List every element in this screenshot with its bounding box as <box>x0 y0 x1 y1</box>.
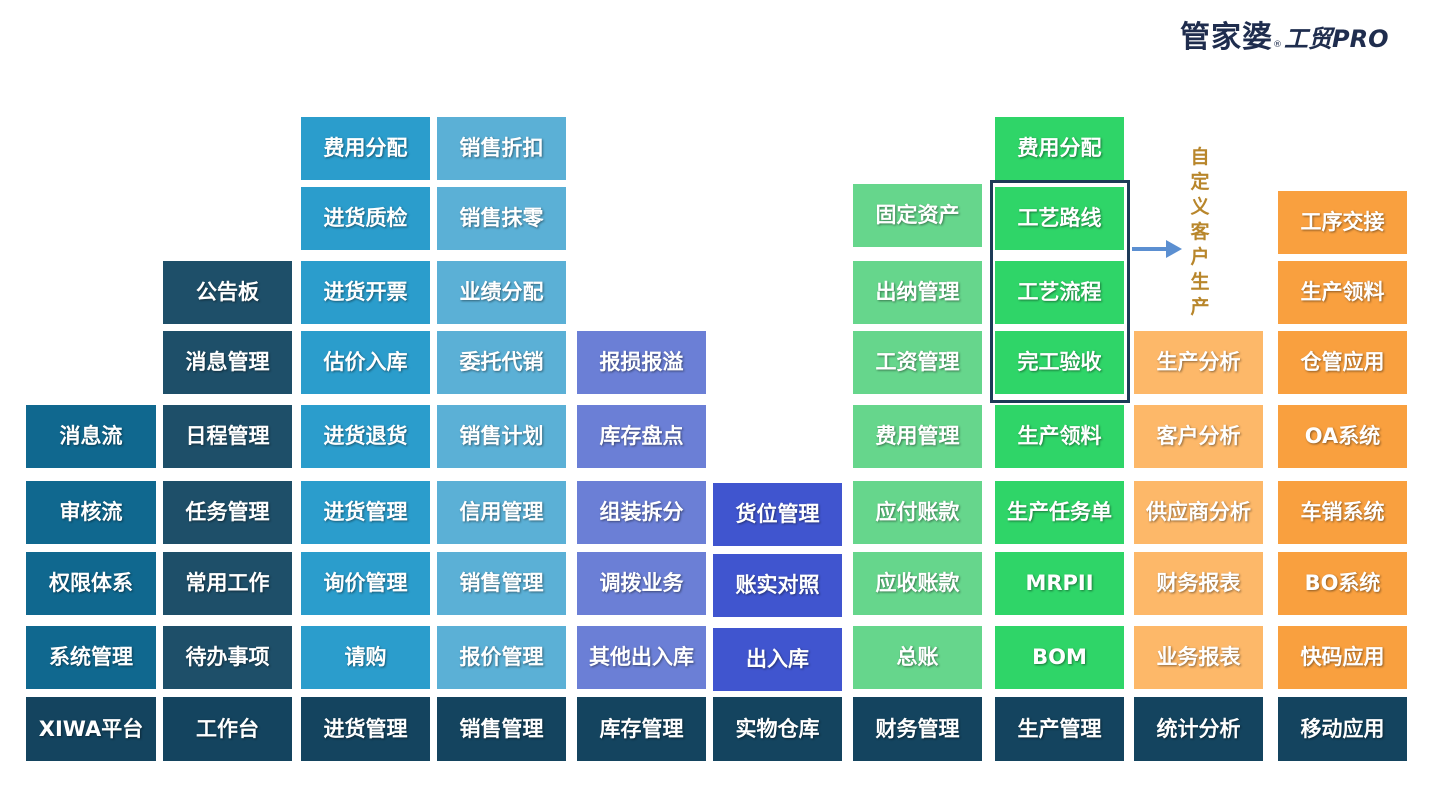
module-purchase-2[interactable]: 进货开票 <box>300 260 431 325</box>
module-purchase-6[interactable]: 询价管理 <box>300 551 431 616</box>
module-sales-0[interactable]: 销售折扣 <box>436 116 567 181</box>
module-production-0[interactable]: 费用分配 <box>994 116 1125 181</box>
module-sales-6[interactable]: 销售管理 <box>436 551 567 616</box>
module-mobile-3[interactable]: OA系统 <box>1277 404 1408 469</box>
module-finance-4[interactable]: 应付账款 <box>852 480 983 545</box>
module-work-2[interactable]: 日程管理 <box>162 404 293 469</box>
module-sales-3[interactable]: 委托代销 <box>436 330 567 395</box>
custom-production-label: 自定义客户生产 <box>1190 146 1210 318</box>
module-sales-2[interactable]: 业绩分配 <box>436 260 567 325</box>
module-finance-2[interactable]: 工资管理 <box>852 330 983 395</box>
module-work-3[interactable]: 任务管理 <box>162 480 293 545</box>
module-sales-1[interactable]: 销售抹零 <box>436 186 567 251</box>
brand-logo: 管家婆 ® 工贸PRO <box>1180 12 1389 55</box>
module-inventory-4[interactable]: 其他出入库 <box>576 625 707 690</box>
module-finance-6[interactable]: 总账 <box>852 625 983 690</box>
module-inventory-0[interactable]: 报损报溢 <box>576 330 707 395</box>
module-stats-0[interactable]: 生产分析 <box>1133 330 1264 395</box>
module-inventory-1[interactable]: 库存盘点 <box>576 404 707 469</box>
module-stats-3[interactable]: 财务报表 <box>1133 551 1264 616</box>
module-production-4[interactable]: 生产领料 <box>994 404 1125 469</box>
module-mobile-4[interactable]: 车销系统 <box>1277 480 1408 545</box>
module-production-3[interactable]: 完工验收 <box>994 330 1125 395</box>
module-inventory-2[interactable]: 组装拆分 <box>576 480 707 545</box>
logo-registered: ® <box>1273 40 1282 50</box>
module-purchase-5[interactable]: 进货管理 <box>300 480 431 545</box>
base-warehouse[interactable]: 实物仓库 <box>712 696 843 762</box>
module-purchase-0[interactable]: 费用分配 <box>300 116 431 181</box>
module-finance-3[interactable]: 费用管理 <box>852 404 983 469</box>
module-purchase-3[interactable]: 估价入库 <box>300 330 431 395</box>
module-mobile-1[interactable]: 生产领料 <box>1277 260 1408 325</box>
module-mobile-2[interactable]: 仓管应用 <box>1277 330 1408 395</box>
module-mobile-6[interactable]: 快码应用 <box>1277 625 1408 690</box>
module-work-0[interactable]: 公告板 <box>162 260 293 325</box>
module-stats-2[interactable]: 供应商分析 <box>1133 480 1264 545</box>
production-highlight-frame <box>990 180 1130 403</box>
base-sales[interactable]: 销售管理 <box>436 696 567 762</box>
module-work-4[interactable]: 常用工作 <box>162 551 293 616</box>
base-finance[interactable]: 财务管理 <box>852 696 983 762</box>
base-mobile[interactable]: 移动应用 <box>1277 696 1408 762</box>
module-production-7[interactable]: BOM <box>994 625 1125 690</box>
module-sales-4[interactable]: 销售计划 <box>436 404 567 469</box>
module-mobile-0[interactable]: 工序交接 <box>1277 190 1408 255</box>
module-sales-7[interactable]: 报价管理 <box>436 625 567 690</box>
logo-product: 工贸PRO <box>1284 25 1389 53</box>
logo-brand: 管家婆 <box>1180 20 1273 55</box>
module-xiwa-3[interactable]: 系统管理 <box>25 625 157 690</box>
module-warehouse-1[interactable]: 账实对照 <box>712 553 843 618</box>
module-finance-5[interactable]: 应收账款 <box>852 551 983 616</box>
module-stats-4[interactable]: 业务报表 <box>1133 625 1264 690</box>
module-stats-1[interactable]: 客户分析 <box>1133 404 1264 469</box>
module-purchase-1[interactable]: 进货质检 <box>300 186 431 251</box>
module-production-6[interactable]: MRPII <box>994 551 1125 616</box>
module-warehouse-0[interactable]: 货位管理 <box>712 482 843 547</box>
module-sales-5[interactable]: 信用管理 <box>436 480 567 545</box>
base-xiwa[interactable]: XIWA平台 <box>25 696 157 762</box>
module-production-2[interactable]: 工艺流程 <box>994 260 1125 325</box>
module-warehouse-2[interactable]: 出入库 <box>712 627 843 692</box>
module-finance-0[interactable]: 固定资产 <box>852 183 983 248</box>
module-inventory-3[interactable]: 调拨业务 <box>576 551 707 616</box>
module-work-1[interactable]: 消息管理 <box>162 330 293 395</box>
base-purchase[interactable]: 进货管理 <box>300 696 431 762</box>
module-xiwa-1[interactable]: 审核流 <box>25 480 157 545</box>
module-xiwa-0[interactable]: 消息流 <box>25 404 157 469</box>
module-work-5[interactable]: 待办事项 <box>162 625 293 690</box>
module-production-1[interactable]: 工艺路线 <box>994 186 1125 251</box>
base-work[interactable]: 工作台 <box>162 696 293 762</box>
base-stats[interactable]: 统计分析 <box>1133 696 1264 762</box>
module-production-5[interactable]: 生产任务单 <box>994 480 1125 545</box>
module-purchase-7[interactable]: 请购 <box>300 625 431 690</box>
module-xiwa-2[interactable]: 权限体系 <box>25 551 157 616</box>
module-finance-1[interactable]: 出纳管理 <box>852 260 983 325</box>
arrow-right-icon <box>1132 240 1182 258</box>
base-production[interactable]: 生产管理 <box>994 696 1125 762</box>
base-inventory[interactable]: 库存管理 <box>576 696 707 762</box>
module-purchase-4[interactable]: 进货退货 <box>300 404 431 469</box>
module-mobile-5[interactable]: BO系统 <box>1277 551 1408 616</box>
